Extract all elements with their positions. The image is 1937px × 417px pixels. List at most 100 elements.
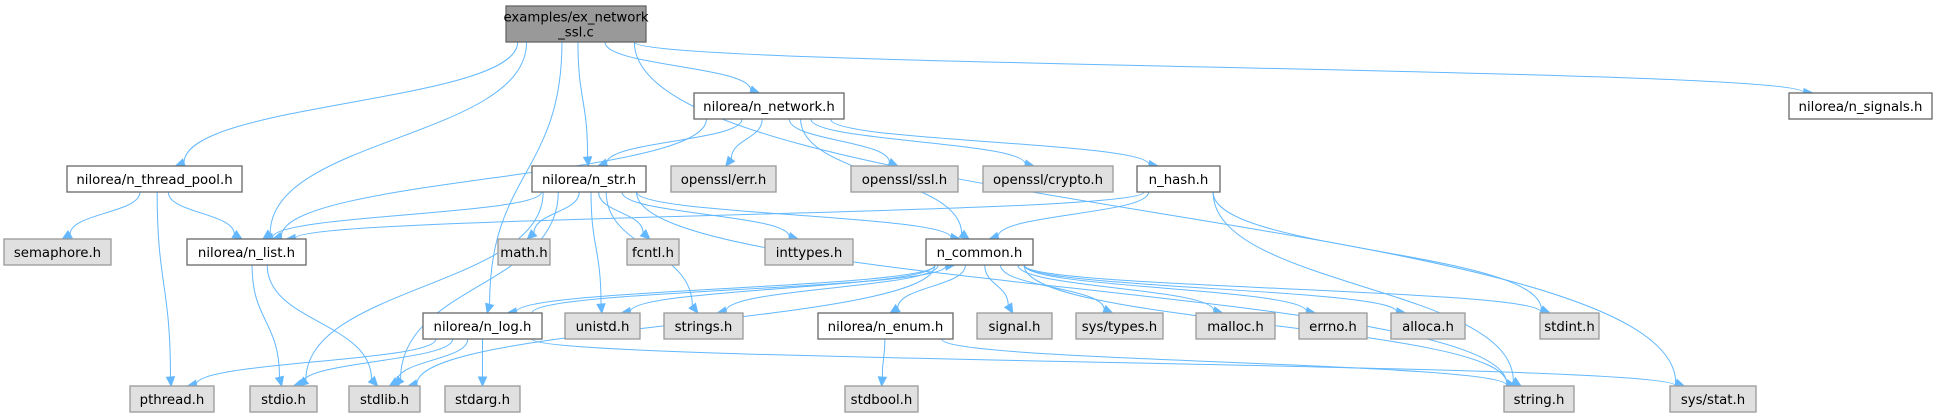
arrowhead-icon [1003,302,1014,315]
edge-line [941,338,1508,386]
arrowhead-icon [582,156,593,168]
edge-line [195,338,437,385]
node-box [531,165,647,193]
edge-line [271,191,542,238]
edge-line [881,338,886,378]
edge-line [1212,191,1514,382]
arrowhead-icon [274,375,285,388]
node-root[interactable]: examples/ex_network_ssl.c [503,5,649,43]
edge-n_str-to-fcntl [598,191,651,240]
node-box [1390,312,1466,340]
node-label: nilorea/n_thread_pool.h [76,173,232,188]
node-alloca: alloca.h [1390,312,1466,340]
node-label: n_common.h [937,246,1023,261]
edge-line [305,191,544,381]
edge-n_hash-to-n_list [284,191,1145,244]
node-errno: errno.h [1298,312,1368,340]
node-n-enum[interactable]: nilorea/n_enum.h [817,312,954,340]
node-n-hash[interactable]: n_hash.h [1136,165,1221,193]
edge-line [396,338,469,382]
edge-line [266,264,373,380]
edge-n_log-to-sys_stat [531,338,1686,391]
arrowhead-icon [231,229,243,240]
node-label: malloc.h [1207,320,1264,335]
node-label: nilorea/n_network.h [703,100,835,115]
node-n-signals[interactable]: nilorea/n_signals.h [1788,92,1933,120]
node-label: nilorea/n_enum.h [828,320,944,335]
node-fcntl: fcntl.h [626,238,680,266]
node-label: strings.h [675,320,733,335]
node-box [1788,92,1933,120]
edge-line [621,191,790,237]
node-box [249,385,318,413]
edge-root-to-n_thread_pool [174,41,519,168]
node-box [497,238,551,266]
node-label: stdarg.h [455,393,510,408]
edge-n_str-to-string [636,191,1517,389]
edge-n_network-to-n_str [596,118,743,168]
edge-line [725,264,939,312]
edge-line [1023,264,1307,312]
edge-line [533,191,580,234]
edge-line [1212,191,1542,310]
node-box [1503,385,1575,413]
node-label: openssl/err.h [681,173,767,188]
node-stdio: stdio.h [249,385,318,413]
node-box [976,312,1053,340]
node-box [844,385,919,413]
node-label: openssl/ssl.h [862,173,947,188]
edge-line [69,191,141,235]
node-box [129,385,215,413]
edge-n_hash-to-n_common [988,191,1150,241]
node-label: unistd.h [576,320,630,335]
node-box [3,238,112,266]
node-box [850,165,959,193]
node-box [66,165,243,193]
node-label: nilorea/n_list.h [198,246,295,261]
node-label: errno.h [1309,320,1357,335]
edge-line [997,191,1150,237]
node-n-thread-pool[interactable]: nilorea/n_thread_pool.h [66,165,243,193]
node-box [764,238,854,266]
edge-line [183,41,519,163]
node-n-list[interactable]: nilorea/n_list.h [186,238,307,266]
edge-n_str-to-n_common [636,191,962,243]
nodes-layer: examples/ex_network_ssl.c nilorea/n_netwo… [3,5,1933,413]
node-box [925,238,1034,266]
node-box [663,312,744,340]
node-n-str[interactable]: nilorea/n_str.h [531,165,647,193]
edge-line [531,265,947,314]
node-box [817,312,954,340]
node-label: sys/stat.h [1681,393,1745,408]
node-box [1136,165,1221,193]
edge-line [167,191,235,235]
arrowhead-icon [889,303,901,314]
edge-n_network-to-openssl_ssl [788,118,899,167]
edge-n_network-to-openssl_err [725,118,763,167]
node-semaphore: semaphore.h [3,238,112,266]
node-label: n_hash.h [1149,173,1209,188]
edge-line [294,191,1145,239]
node-box [1669,385,1757,413]
node-sys-types: sys/types.h [1075,312,1164,340]
node-label: signal.h [989,320,1041,335]
node-box [982,165,1114,193]
node-label: alloca.h [1402,320,1454,335]
edge-n_enum-to-string [941,338,1517,390]
node-n-network[interactable]: nilorea/n_network.h [693,92,845,120]
arrowhead-icon [725,155,736,167]
edge-n_thread_pool-to-pthread [156,191,176,388]
edge-line [590,191,602,305]
edges-layer [61,41,1815,391]
edge-root-to-n_signals [633,41,1815,98]
edge-line [636,191,952,238]
edge-line [829,118,1150,165]
edge-n_common-to-stdint [1023,264,1552,317]
node-box [626,238,680,266]
node-box [444,385,521,413]
node-n-log[interactable]: nilorea/n_log.h [422,312,543,340]
edge-n_str-to-math [526,191,580,240]
node-n-common[interactable]: n_common.h [925,238,1034,266]
edge-n_log-to-stdarg [477,339,488,388]
